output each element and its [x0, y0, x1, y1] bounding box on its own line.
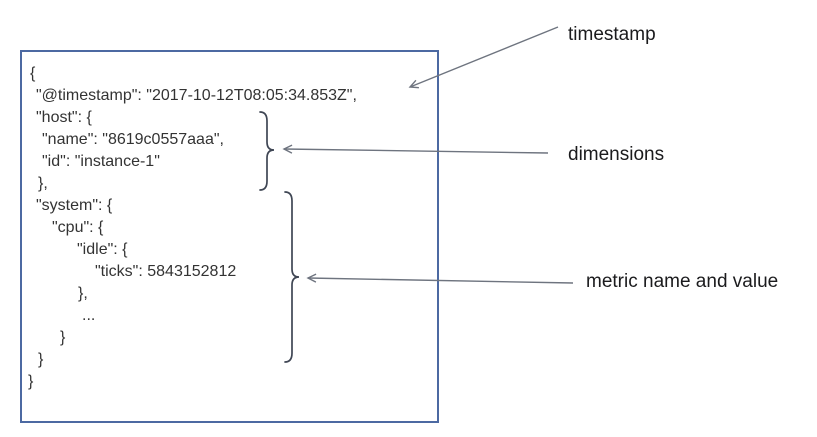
json-line: "idle": { [77, 241, 128, 258]
json-document-box: {"@timestamp": "2017-10-12T08:05:34.853Z… [20, 50, 439, 423]
label-metric-name-and-value: metric name and value [586, 271, 779, 292]
json-line: ... [82, 307, 96, 324]
json-line: "@timestamp": "2017-10-12T08:05:34.853Z"… [36, 87, 357, 104]
json-line: }, [78, 285, 88, 302]
json-line: }, [38, 175, 48, 192]
json-line: "ticks": 5843152812 [95, 263, 237, 280]
json-line: } [60, 329, 66, 346]
label-dimensions: dimensions [568, 144, 665, 165]
json-line: } [38, 351, 44, 368]
json-line: "system": { [36, 197, 113, 214]
json-line: "name": "8619c0557aaa", [42, 131, 224, 148]
json-line: } [28, 373, 34, 390]
json-line: "id": "instance-1" [42, 153, 160, 170]
json-line: "host": { [36, 109, 92, 126]
label-timestamp: timestamp [568, 24, 656, 45]
json-line: "cpu": { [52, 219, 104, 236]
json-line: { [30, 65, 36, 82]
